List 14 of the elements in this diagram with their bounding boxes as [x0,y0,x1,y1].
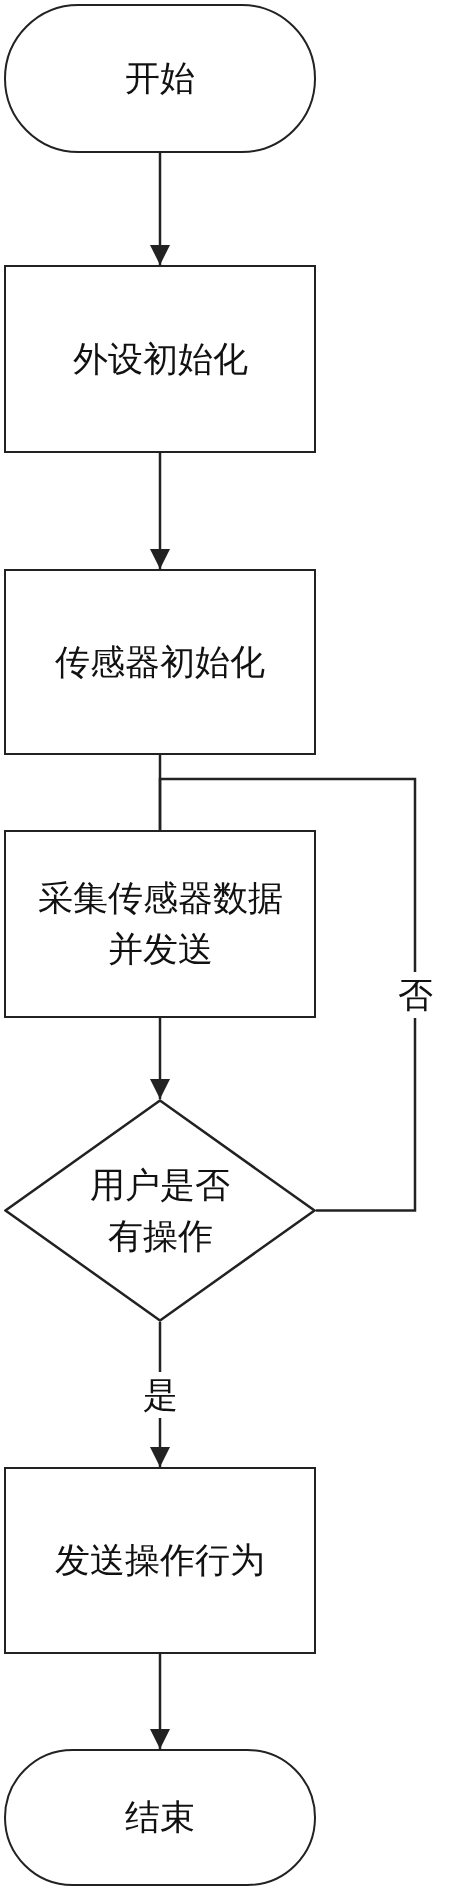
terminal-shape: 结束 [4,1749,316,1886]
decision-diamond: 用户是否有操作 [4,1099,316,1322]
edge-label: 否 [397,971,433,1018]
edge-label: 是 [142,1371,178,1418]
arrow [150,1654,170,1749]
process-box: 采集传感器数据并发送 [4,830,316,1018]
arrow [150,453,170,569]
connector-line [158,777,417,1212]
process-box: 外设初始化 [4,265,316,453]
process-box: 传感器初始化 [4,569,316,755]
arrow [150,1018,170,1099]
arrow [150,153,170,265]
process-box: 发送操作行为 [4,1467,316,1654]
terminal-shape: 开始 [4,4,316,153]
